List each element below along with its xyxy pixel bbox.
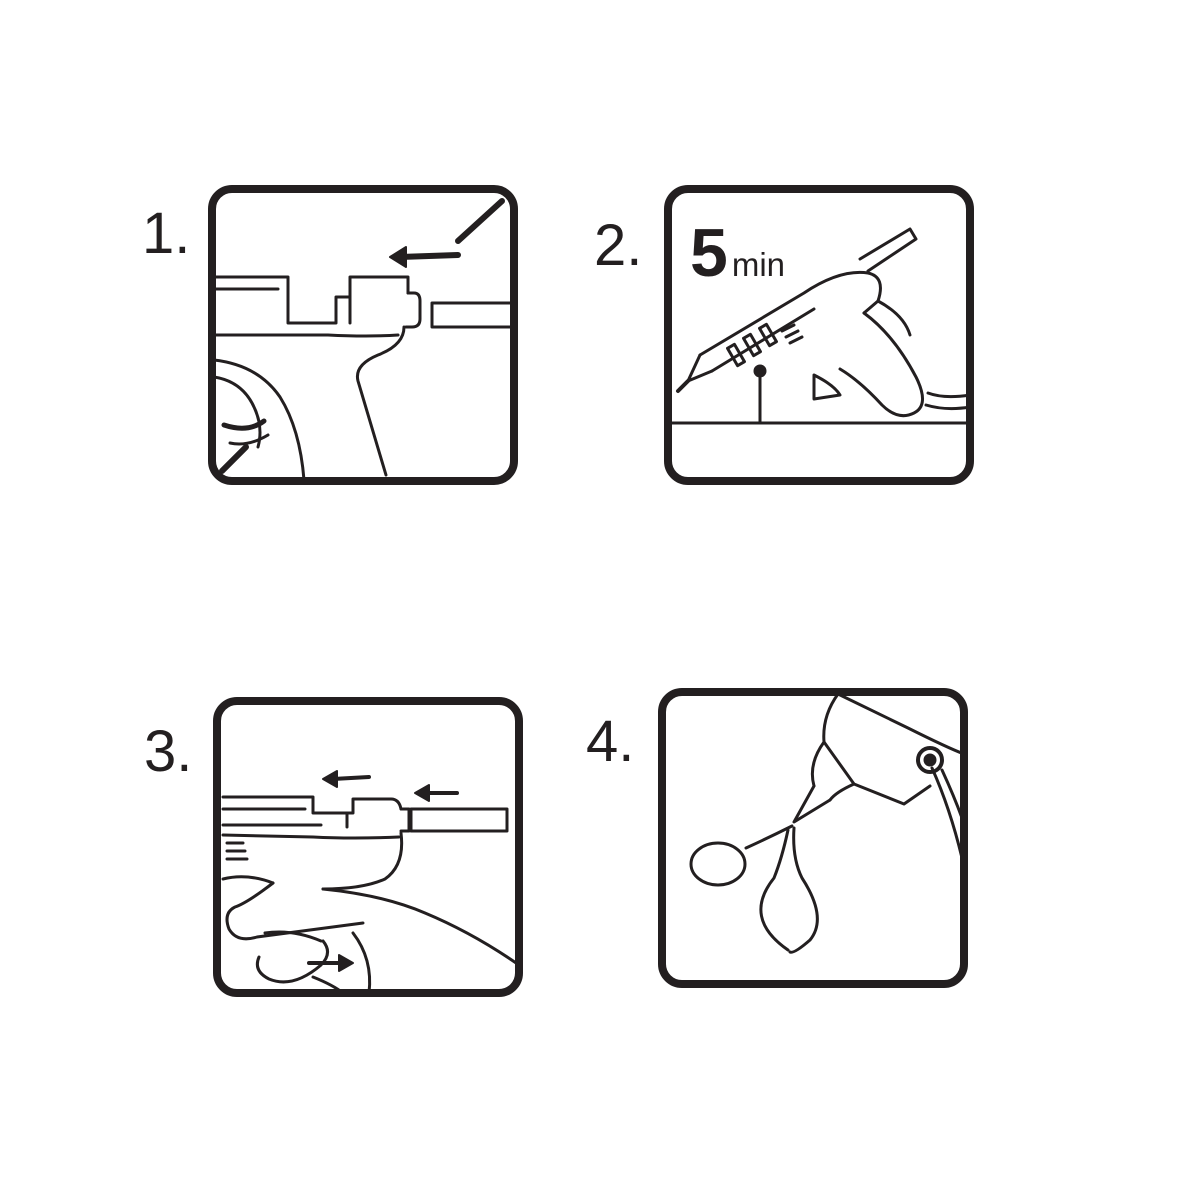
step-3-panel (213, 697, 523, 997)
step-1-number: 1. (142, 201, 191, 266)
step-4-number: 4. (586, 709, 635, 774)
press-trigger-illustration (213, 697, 523, 997)
timer-unit: min (731, 246, 786, 283)
insert-glue-stick-illustration (208, 185, 518, 485)
apply-glue-illustration (658, 688, 968, 988)
step-4-panel (658, 688, 968, 988)
step-3-number: 3. (144, 719, 193, 784)
step-2-number: 2. (594, 213, 643, 278)
step-1-panel (208, 185, 518, 485)
timer-value: 5 (690, 215, 728, 291)
heating-glue-gun-illustration (664, 185, 974, 485)
